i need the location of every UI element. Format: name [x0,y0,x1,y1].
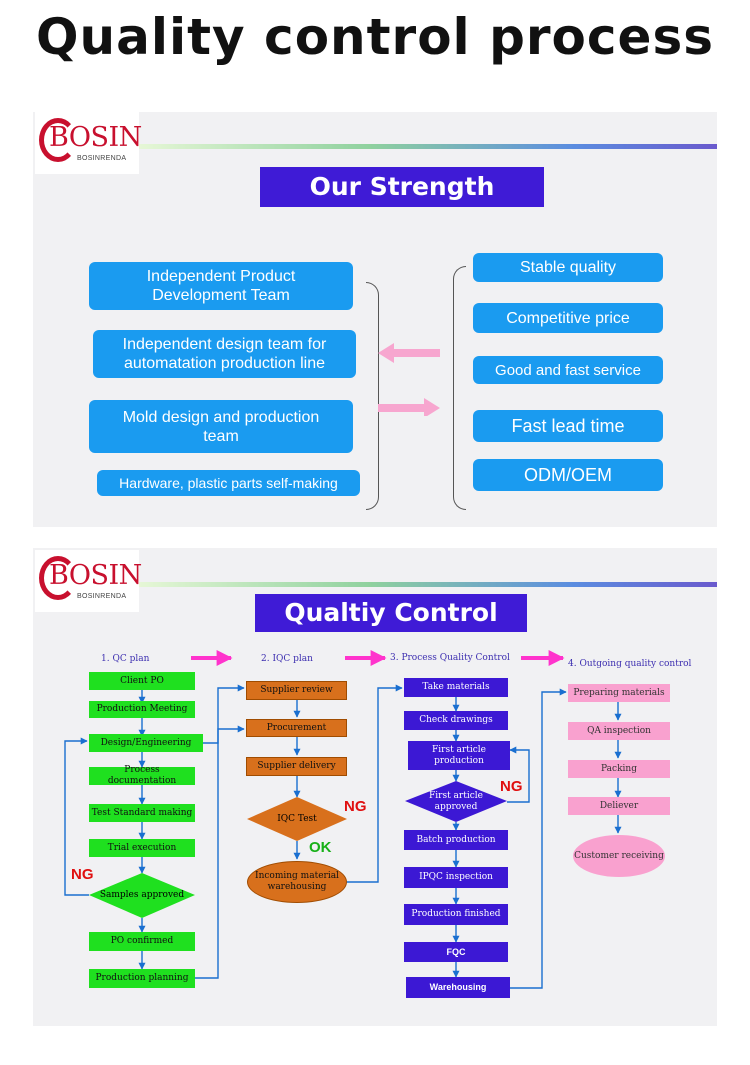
bosin-logo: BOSIN BOSINRENDA [35,550,142,612]
ng-label: NG [71,866,94,883]
strength-right-item: ODM/OEM [473,459,663,491]
pqc-node: IPQC inspection [404,867,508,888]
pqc-node: Warehousing [406,977,510,998]
logo-brand: BOSIN [49,560,142,591]
flow-lines [64,684,622,989]
strength-left-item: Independent Product Development Team [89,262,353,310]
iqc-decision: IQC Test [277,813,317,824]
header-divider [139,582,717,587]
oqc-node: Deliever [568,797,670,815]
step-label: 4. Outgoing quality control [568,659,692,669]
logo-ring-icon [39,556,77,600]
iqc-test-diamond-icon [247,797,347,841]
first-article-diamond-icon [405,781,507,822]
qc-plan-node: PO confirmed [89,932,195,951]
pqc-decision: First article approved [429,790,483,812]
strength-right-item: Stable quality [473,253,663,282]
iqc-node: Incoming material warehousing [247,861,347,903]
qc-plan-node: Production planning [89,969,195,988]
strength-left-item: Hardware, plastic parts self-making [97,470,360,496]
strength-title: Our Strength [260,167,544,207]
strength-right-item: Good and fast service [473,356,663,384]
logo-sub: BOSINRENDA [77,593,127,600]
flow-connectors [64,650,622,989]
ng-label: NG [344,798,367,815]
pqc-node: Take materials [404,678,508,697]
strength-panel: BOSIN BOSINRENDA Our Strength Independen… [33,112,717,527]
oqc-node: Customer receiving [573,835,665,877]
oqc-node: Preparing materials [568,684,670,702]
step-label: 1. QC plan [101,654,150,664]
exchange-arrows-icon [378,343,440,416]
qc-title: Qualtiy Control [255,594,527,632]
logo-sub: BOSINRENDA [77,155,127,162]
iqc-node: Procurement [246,719,347,737]
oqc-node: QA inspection [568,722,670,740]
right-bracket [453,266,466,510]
qc-plan-node: Test Standard making [89,804,195,822]
pqc-node: Production finished [404,904,508,925]
step-label: 2. IQC plan [261,654,313,664]
page-title: Quality control process [36,8,714,66]
pqc-node: Check drawings [404,711,508,730]
logo-brand: BOSIN [49,122,142,153]
oqc-node: Packing [568,760,670,778]
ok-label: OK [309,839,332,856]
iqc-node: Supplier delivery [246,757,347,776]
qc-panel: BOSIN BOSINRENDA Qualtiy Control [33,548,717,1026]
logo-ring-icon [39,118,77,162]
qc-plan-node: Client PO [89,672,195,690]
ng-label: NG [500,778,523,795]
header-divider [139,144,717,149]
qc-plan-node: Production Meeting [89,701,195,718]
qc-plan-node: Trial execution [89,839,195,857]
pqc-node: Batch production [404,830,508,850]
pqc-node: First article production [408,741,510,770]
bosin-logo: BOSIN BOSINRENDA [35,112,142,174]
strength-left-item: Mold design and production team [89,400,353,453]
qc-plan-node: Process documentation [89,765,195,786]
pqc-node: FQC [404,942,508,962]
qc-plan-node: Design/Engineering [89,734,203,752]
strength-right-item: Competitive price [473,303,663,333]
qc-plan-decision: Samples approved [99,890,185,900]
strength-right-item: Fast lead time [473,410,663,442]
step-label: 3. Process Quality Control [390,653,510,663]
iqc-node: Supplier review [246,681,347,700]
samples-approved-diamond-icon [89,873,195,918]
strength-left-item: Independent design team for automatation… [93,330,356,378]
